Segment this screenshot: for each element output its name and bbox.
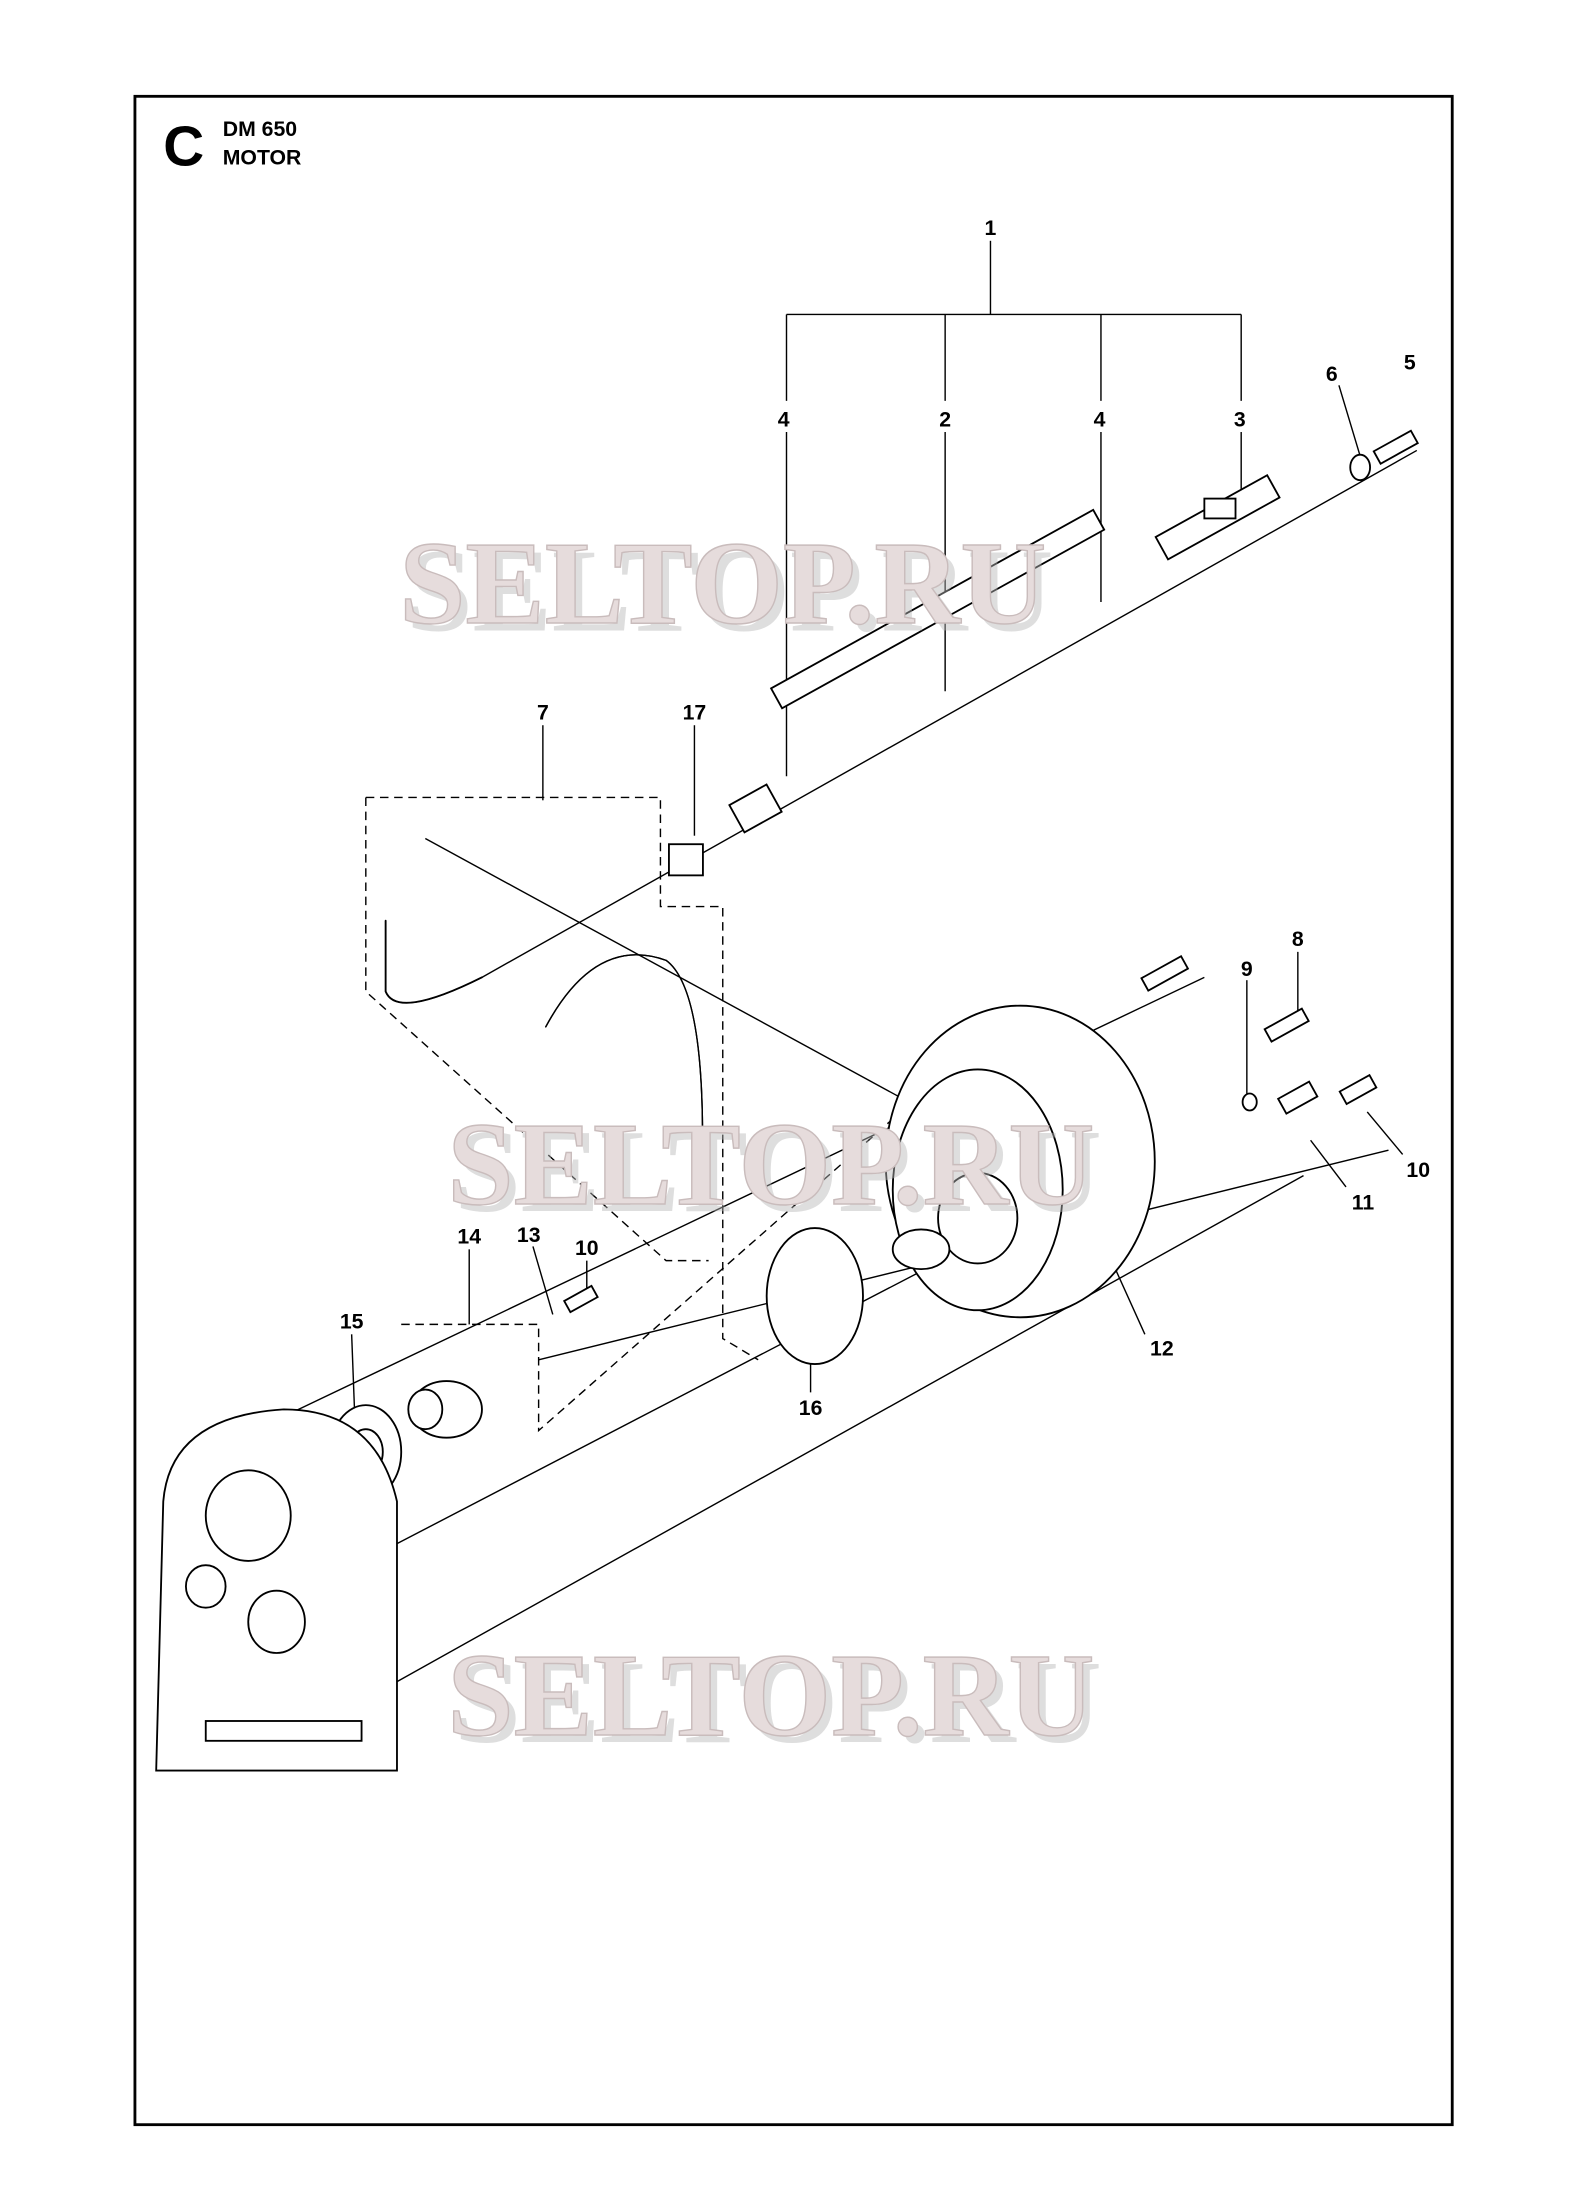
o-ring-part-16 — [765, 1227, 864, 1365]
callout-16: 16 — [799, 1396, 823, 1420]
watermarks: SELTOP.RU SELTOP.RU SELTOP.RU SELTOP.RU … — [399, 517, 1102, 1769]
screw-part-5 — [1372, 429, 1420, 465]
watermark-text: SELTOP.RU — [447, 1629, 1094, 1761]
parts — [155, 429, 1420, 1772]
callout-4: 4 — [778, 407, 790, 431]
callout-12: 12 — [1150, 1337, 1174, 1361]
callout-11: 11 — [1352, 1191, 1375, 1215]
callout-6: 6 — [1326, 362, 1338, 386]
callout-10: 10 — [1406, 1158, 1430, 1182]
callout-7: 7 — [537, 701, 549, 725]
pinion-gear — [891, 1228, 951, 1271]
watermark-text: SELTOP.RU — [447, 1098, 1094, 1230]
nipple-part — [728, 783, 783, 834]
callout-15: 15 — [340, 1310, 364, 1334]
svg-text:SELTOP.RU: SELTOP.RU — [454, 1105, 1101, 1237]
callout-1: 1 — [985, 216, 997, 240]
model-name: DM 650 — [223, 117, 297, 141]
clamp-part-11 — [1276, 1080, 1319, 1115]
callout-5: 5 — [1404, 351, 1416, 375]
callout-14: 14 — [457, 1225, 481, 1249]
assembly-lines — [283, 449, 1418, 1687]
diagram-title: MOTOR — [223, 145, 302, 169]
page-frame — [133, 94, 1454, 2127]
callout-13: 13 — [517, 1223, 541, 1247]
callout-leaders — [350, 240, 1404, 1410]
callout-9: 9 — [1241, 957, 1253, 981]
tube-part-2 — [769, 508, 1106, 710]
screw-part-10 — [1338, 1073, 1378, 1106]
section-letter: C — [163, 116, 204, 179]
svg-text:SELTOP.RU: SELTOP.RU — [406, 524, 1053, 656]
washer-part-6 — [1349, 453, 1371, 482]
svg-text:SELTOP.RU: SELTOP.RU — [454, 1636, 1101, 1768]
callout-10: 10 — [575, 1236, 599, 1260]
washer-part-9 — [1241, 1092, 1258, 1112]
valve-handle — [1203, 497, 1237, 520]
fitting-part-17 — [668, 843, 704, 877]
watermark-text: SELTOP.RU — [399, 517, 1046, 649]
callout-4: 4 — [1094, 407, 1106, 431]
hose-part-7 — [384, 919, 483, 1004]
callout-2: 2 — [939, 407, 951, 431]
callout-3: 3 — [1234, 407, 1246, 431]
screw-part-8 — [1263, 1007, 1310, 1043]
callout-8: 8 — [1292, 927, 1304, 951]
callout-numbers: 1 2 3 4 4 5 6 7 8 9 10 10 11 12 13 14 15… — [340, 216, 1430, 1420]
callout-17: 17 — [683, 701, 707, 725]
